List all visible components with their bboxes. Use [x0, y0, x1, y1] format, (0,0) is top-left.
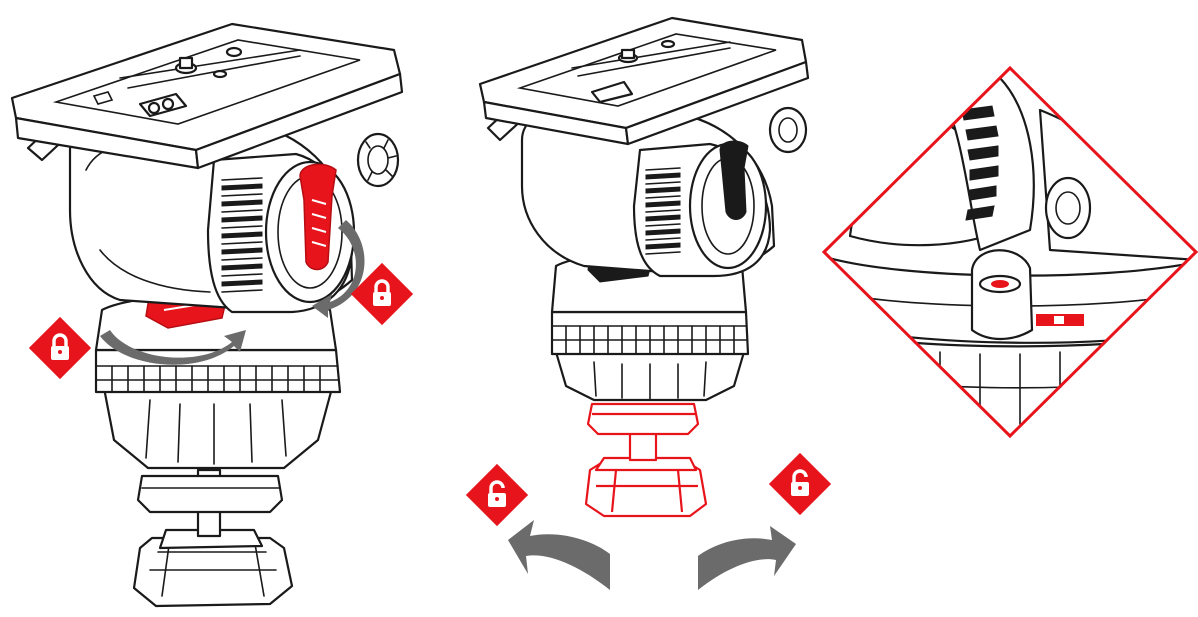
- base-clamp-knob-released: [584, 402, 708, 518]
- bubble-level-detail: [821, 65, 1198, 439]
- rotate-right-arrow: [698, 526, 796, 590]
- tilt-lock-lever: [299, 163, 337, 271]
- pan-lock-rotation-arrow: [100, 330, 246, 365]
- rotate-left-arrow: [508, 520, 610, 590]
- base-clamp-knob: [132, 528, 294, 608]
- detail-frame: [821, 65, 1198, 439]
- tilt-lock-closed-badge: [350, 262, 414, 326]
- right-lock-open-badge: [768, 452, 832, 516]
- tilt-drag-knob: [356, 132, 400, 188]
- half-ball-shaft: [136, 468, 284, 538]
- tripod-head-unlocked-figure: [465, 16, 832, 590]
- head-body: [520, 106, 808, 278]
- left-lock-open-badge: [465, 463, 529, 527]
- bubble-level-icon: [991, 280, 1009, 288]
- camera-plate: [478, 16, 810, 146]
- pan-lock-closed-badge: [28, 316, 92, 380]
- ribbed-ring-detail: [961, 105, 999, 221]
- camera-plate: [10, 22, 404, 170]
- tripod-head-locked-figure: [10, 22, 414, 608]
- bowl-base: [94, 293, 342, 470]
- tilt-lock-lever-unlocked: [719, 140, 749, 220]
- tilt-drag-knob: [768, 106, 808, 154]
